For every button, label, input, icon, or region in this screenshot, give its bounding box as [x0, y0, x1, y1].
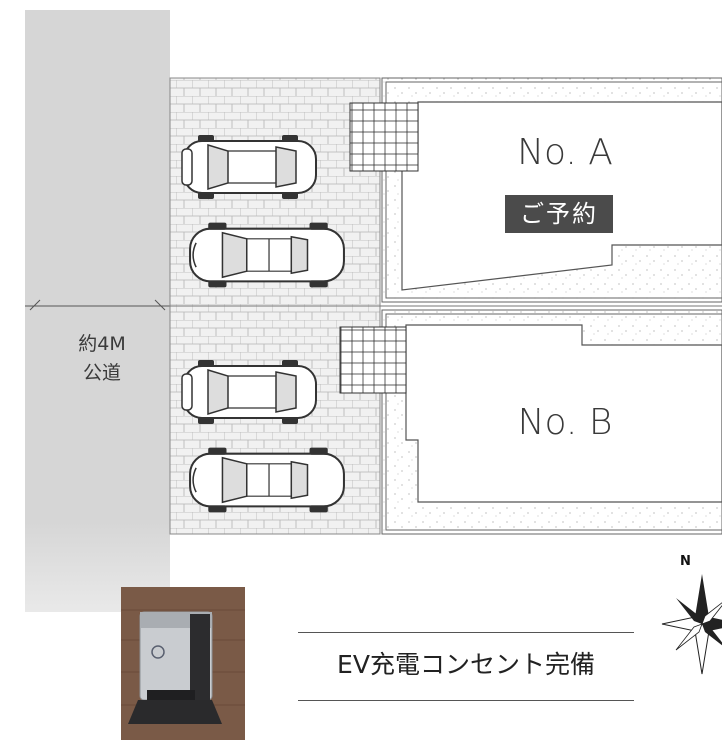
house-b-outline — [405, 324, 722, 503]
car-icon — [189, 222, 345, 288]
ev-divider-bottom — [298, 700, 634, 701]
entrance-tiles-a — [349, 102, 419, 172]
lot-a-name: No. A — [517, 132, 613, 173]
ev-divider-top — [298, 632, 634, 633]
entrance-tiles-b — [339, 326, 407, 394]
reserved-badge: ご予約 — [505, 195, 613, 233]
compass-icon — [661, 574, 722, 675]
road-width-label: 約4M — [78, 333, 126, 355]
road-type-label: 公道 — [82, 362, 121, 384]
north-label: N — [680, 554, 691, 569]
ev-charger-photo — [121, 587, 245, 740]
car-icon — [181, 360, 317, 424]
road-label: 約4M 公道 — [52, 330, 152, 388]
road — [25, 10, 170, 612]
car-icon — [181, 135, 317, 199]
ev-charging-text: EV充電コンセント完備 — [337, 650, 595, 679]
lot-b-name: No. B — [517, 402, 613, 443]
car-icon — [189, 447, 345, 513]
